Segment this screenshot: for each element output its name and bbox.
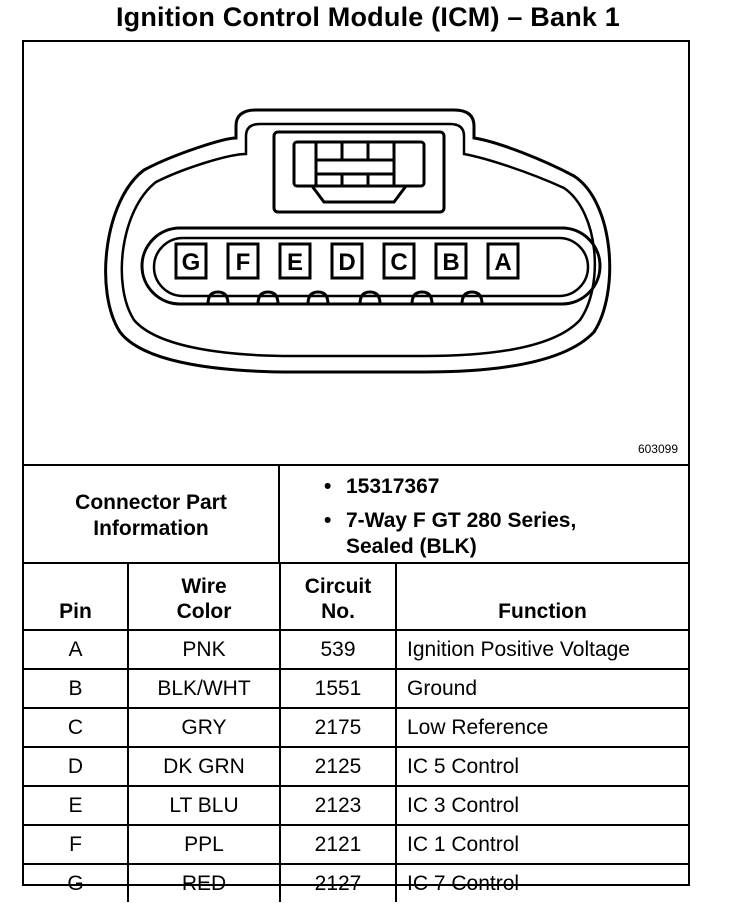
connector-diagram: G F E D C B A — [104, 108, 612, 374]
pin-label: C — [390, 249, 407, 276]
cell-pin: A — [24, 630, 129, 670]
connector-type-item: •7-Way F GT 280 Series, Sealed (BLK) — [324, 509, 577, 558]
pin-box-d — [330, 242, 364, 280]
pin-box-g — [174, 242, 208, 280]
cell-circuit: 1551 — [280, 669, 397, 709]
connector-frame: G F E D C B A 603099 Connector Part Info… — [22, 40, 690, 902]
latch-inner — [292, 140, 426, 188]
pin-box-b — [434, 242, 468, 280]
part-number-item: •15317367 — [324, 475, 440, 498]
cell-function: IC 1 Control — [396, 825, 688, 865]
latch-tab — [314, 158, 396, 176]
table-row: D DK GRN 2125 IC 5 Control — [24, 747, 688, 787]
page-title: Ignition Control Module (ICM) – Bank 1 — [115, 2, 621, 32]
cell-pin: D — [24, 747, 129, 787]
header-wire-color: Wire Color — [128, 564, 281, 631]
cell-circuit: 2123 — [280, 786, 397, 826]
cell-wire-color: RED — [128, 864, 281, 902]
cell-circuit: 2125 — [280, 747, 397, 787]
cell-circuit: 2127 — [280, 864, 397, 902]
pin-label: B — [442, 249, 459, 276]
cell-wire-color: BLK/WHT — [128, 669, 281, 709]
cell-wire-color: GRY — [128, 708, 281, 748]
pin-table: Pin Wire Color Circuit No. Function A PN… — [24, 564, 688, 902]
table-row: C GRY 2175 Low Reference — [24, 708, 688, 748]
cell-function: Low Reference — [396, 708, 688, 748]
cell-pin: G — [24, 864, 129, 902]
cell-function: Ignition Positive Voltage — [396, 630, 688, 670]
pin-cavity-rail — [140, 226, 602, 306]
pin-box-f — [226, 242, 260, 280]
pin-label: D — [338, 249, 355, 276]
connector-part-info: Connector Part Information •15317367 •7-… — [24, 464, 688, 564]
pin-label: F — [236, 249, 251, 276]
cell-circuit: 2121 — [280, 825, 397, 865]
header-function: Function — [396, 564, 688, 631]
cell-circuit: 539 — [280, 630, 397, 670]
part-info-label: Connector Part Information — [24, 466, 280, 562]
cell-function: Ground — [396, 669, 688, 709]
cell-wire-color: PNK — [128, 630, 281, 670]
drawing-id: 603099 — [637, 442, 678, 456]
table-row: A PNK 539 Ignition Positive Voltage — [24, 630, 688, 670]
cell-function: IC 7 Control — [407, 871, 520, 895]
table-row: E LT BLU 2123 IC 3 Control — [24, 786, 688, 826]
cell-function: IC 5 Control — [396, 747, 688, 787]
cell-wire-color: DK GRN — [128, 747, 281, 787]
cell-circuit: 2175 — [280, 708, 397, 748]
pin-label: G — [182, 249, 201, 276]
pin-label: E — [287, 249, 303, 276]
header-pin: Pin — [24, 564, 129, 631]
latch-block — [272, 130, 446, 214]
cell-pin: C — [24, 708, 129, 748]
table-row: G RED 2127 IC 7 Control — [24, 864, 688, 902]
cell-function: IC 3 Control — [396, 786, 688, 826]
table-row: F PPL 2121 IC 1 Control — [24, 825, 688, 865]
cell-pin: B — [24, 669, 129, 709]
cell-wire-color: PPL — [128, 825, 281, 865]
pin-label: A — [494, 249, 511, 276]
pin-box-e — [278, 242, 312, 280]
connector-type: 7-Way F GT 280 Series, Sealed (BLK) — [346, 509, 577, 558]
pin-box-a — [486, 242, 520, 280]
connector-housing-outline — [104, 108, 612, 374]
pin-box-c — [382, 242, 416, 280]
header-circuit-no: Circuit No. — [280, 564, 397, 631]
cell-pin: F — [24, 825, 129, 865]
cell-wire-color: LT BLU — [128, 786, 281, 826]
table-row: B BLK/WHT 1551 Ground — [24, 669, 688, 709]
cell-pin: E — [24, 786, 129, 826]
table-header-row: Pin Wire Color Circuit No. Function — [24, 564, 688, 631]
part-number: 15317367 — [346, 475, 440, 498]
part-info-list: •15317367 •7-Way F GT 280 Series, Sealed… — [282, 466, 688, 570]
